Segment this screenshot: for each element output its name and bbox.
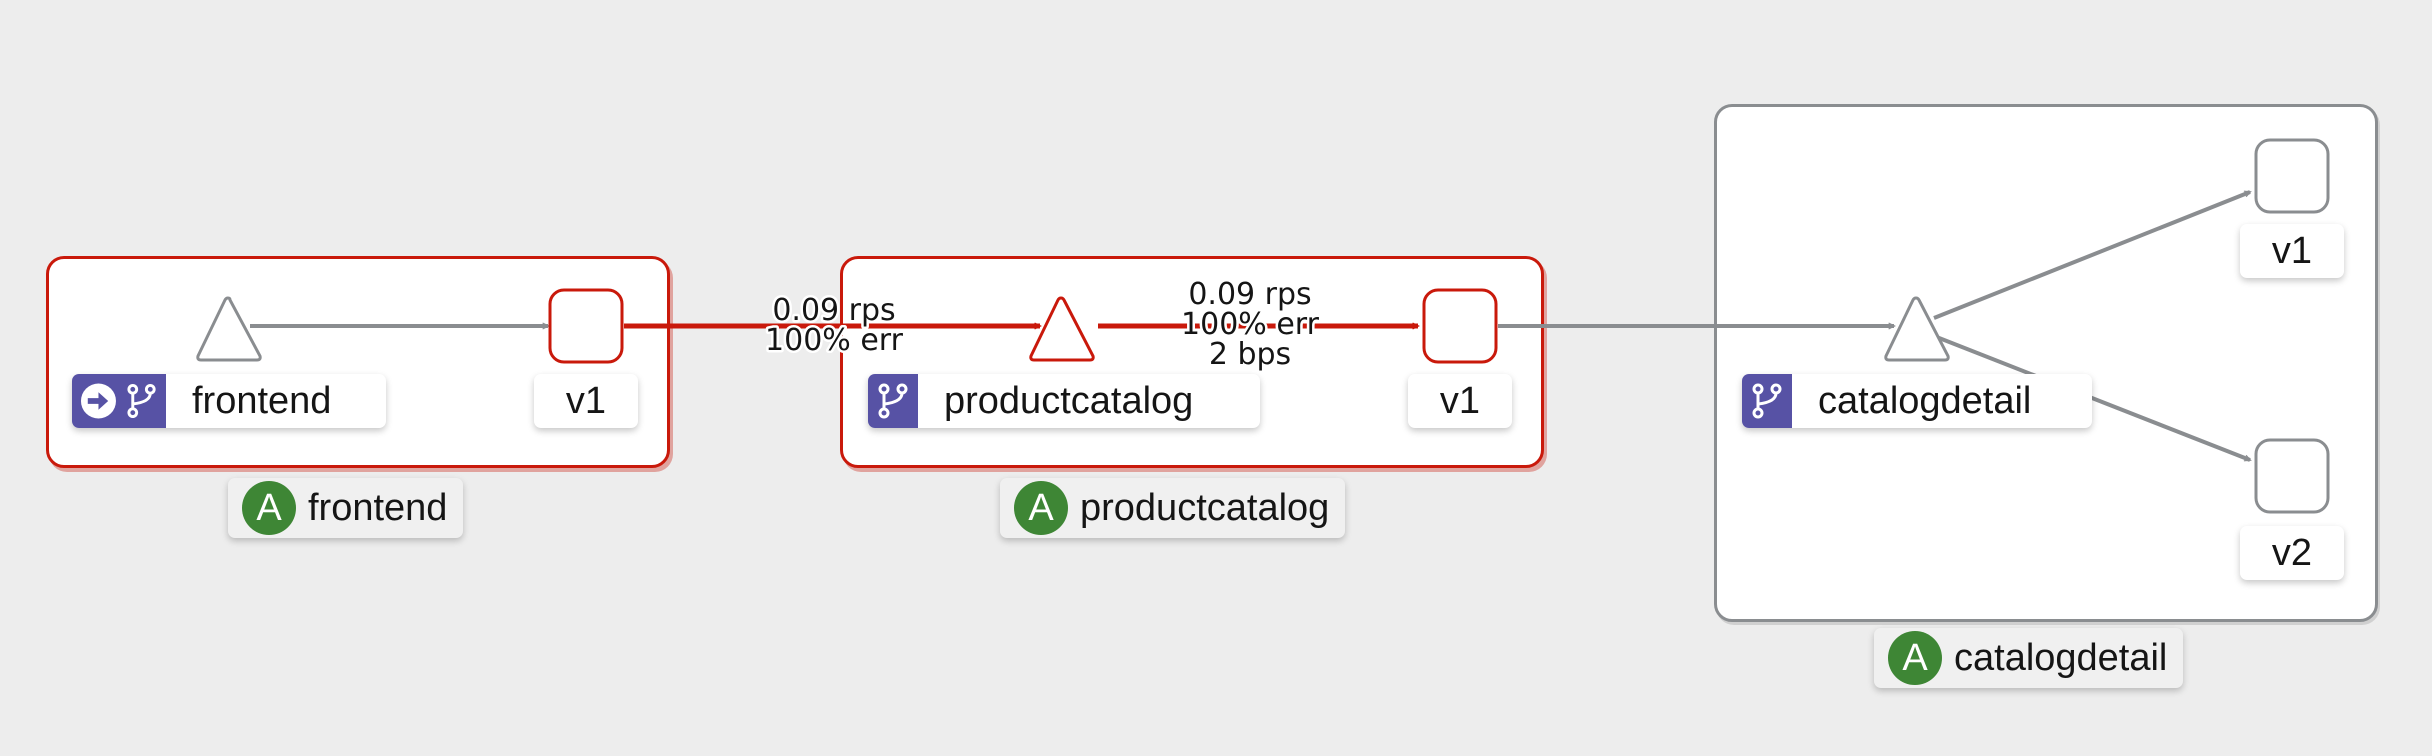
- service-node-catalogdetail[interactable]: [1884, 296, 1950, 362]
- workload-label-frontend-v1[interactable]: v1: [534, 374, 638, 428]
- app-badge-icon: A: [242, 481, 296, 535]
- service-icon-badge: [72, 374, 166, 428]
- edge-label-rate: 0.09 rps: [1188, 277, 1311, 312]
- service-label-text: productcatalog: [944, 379, 1194, 422]
- ingress-arrow-icon: [80, 383, 116, 419]
- service-node-productcatalog[interactable]: [1029, 296, 1095, 362]
- app-label-text: catalogdetail: [1954, 636, 2168, 679]
- app-badge-icon: A: [1888, 631, 1942, 685]
- service-label-text: catalogdetail: [1818, 379, 2032, 422]
- service-icon-badge: [868, 374, 918, 428]
- workload-label-catalogdetail-v1[interactable]: v1: [2240, 224, 2344, 278]
- workload-label-productcatalog-v1[interactable]: v1: [1408, 374, 1512, 428]
- service-node-frontend[interactable]: [196, 296, 262, 362]
- app-label-text: productcatalog: [1080, 486, 1330, 529]
- app-label-catalogdetail[interactable]: A catalogdetail: [1874, 628, 2184, 688]
- service-icon-badge: [1742, 374, 1792, 428]
- service-label-catalogdetail[interactable]: catalogdetail: [1742, 374, 2092, 428]
- workload-node-catalogdetail-v1[interactable]: [2254, 138, 2330, 214]
- edge-catalogdetail-to-v1[interactable]: [1933, 190, 2252, 320]
- edge-catalogdetail-to-v2[interactable]: [1933, 334, 2252, 462]
- service-label-frontend[interactable]: frontend: [72, 374, 386, 428]
- workload-node-productcatalog-v1[interactable]: [1422, 288, 1498, 364]
- virtual-service-branch-icon: [878, 383, 908, 419]
- workload-label-text: v1: [1439, 379, 1481, 422]
- edge-label-rate: 0.09 rps: [772, 293, 895, 328]
- edge-label-frontend-v1-to-productcatalog: 0.09 rps 100% err: [763, 291, 907, 361]
- workload-label-catalogdetail-v2[interactable]: v2: [2240, 526, 2344, 580]
- app-badge-icon: A: [1014, 481, 1068, 535]
- service-label-productcatalog[interactable]: productcatalog: [868, 374, 1260, 428]
- group-box-productcatalog[interactable]: [840, 256, 1544, 468]
- virtual-service-branch-icon: [1752, 383, 1782, 419]
- app-label-text: frontend: [308, 486, 448, 529]
- workload-label-text: v1: [565, 379, 607, 422]
- edge-label-error: 100% err: [765, 323, 904, 358]
- workload-node-catalogdetail-v2[interactable]: [2254, 438, 2330, 514]
- virtual-service-branch-icon: [127, 383, 156, 419]
- edge-label-error: 100% err: [1181, 307, 1320, 342]
- workload-label-text: v2: [2271, 531, 2313, 574]
- workload-node-frontend-v1[interactable]: [548, 288, 624, 364]
- app-label-frontend[interactable]: A frontend: [228, 478, 464, 538]
- app-label-productcatalog[interactable]: A productcatalog: [1000, 478, 1346, 538]
- edge-label-throughput: 2 bps: [1209, 337, 1291, 372]
- edge-label-productcatalog-to-v1: 0.09 rps 100% err 2 bps: [1179, 275, 1323, 375]
- service-label-text: frontend: [192, 379, 332, 422]
- workload-label-text: v1: [2271, 229, 2313, 272]
